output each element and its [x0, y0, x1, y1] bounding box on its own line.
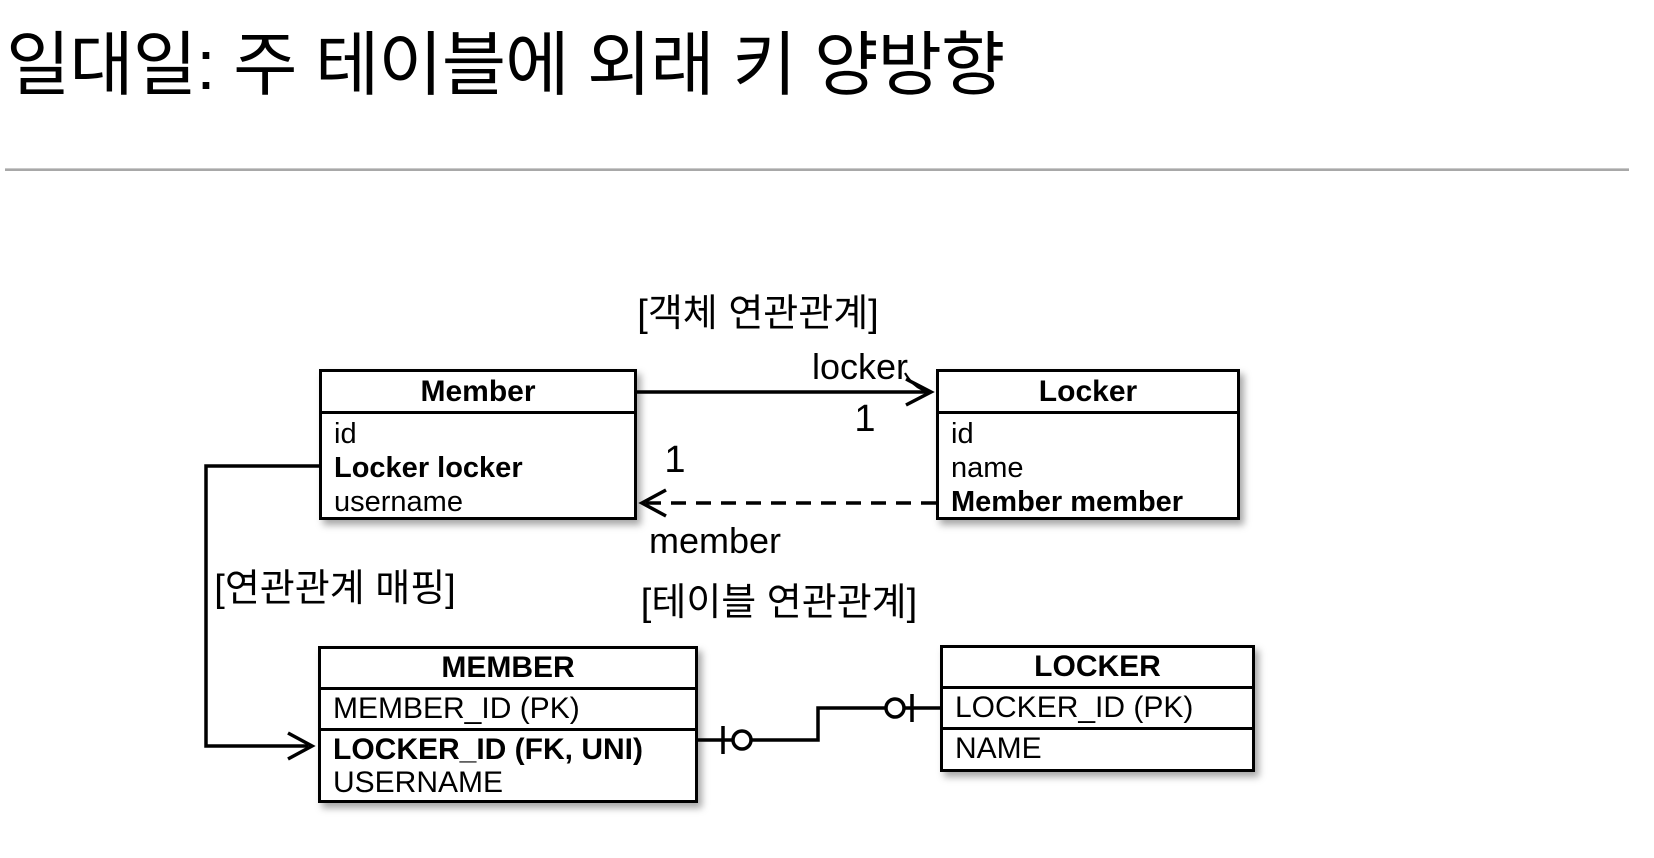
member-field-id: id: [334, 418, 357, 450]
mapping-label: [연관관계 매핑]: [214, 568, 456, 610]
member-association-arrowhead: [638, 488, 667, 518]
locker-table-box: LOCKER LOCKER_ID (PK) NAME: [940, 645, 1255, 772]
table-join-circle-left: [731, 729, 753, 751]
locker-class-title: Locker: [939, 372, 1237, 414]
locker-field-id: id: [951, 418, 974, 450]
member-class-fields: id Locker locker username: [322, 414, 634, 519]
locker-table-name-row: NAME: [955, 731, 1042, 765]
locker-multiplicity: 1: [854, 398, 876, 440]
locker-field-member: Member member: [951, 486, 1184, 518]
locker-field-name: name: [951, 452, 1024, 484]
table-join-line-middle: [751, 706, 886, 742]
member-table-username-row: USERNAME: [333, 765, 504, 799]
title-divider: [5, 168, 1629, 171]
member-table-box: MEMBER MEMBER_ID (PK) LOCKER_ID (FK, UNI…: [318, 646, 698, 803]
page-title: 일대일: 주 테이블에 외래 키 양방향: [6, 26, 1005, 104]
fk-mapping-line: [204, 464, 319, 748]
object-relation-label: [객체 연관관계]: [637, 293, 879, 335]
fk-mapping-arrowhead: [287, 731, 316, 761]
locker-class-fields: id name Member member: [939, 414, 1237, 519]
locker-table-title: LOCKER: [943, 648, 1252, 689]
locker-association-label: locker: [811, 346, 909, 387]
member-table-fk-row: LOCKER_ID (FK, UNI): [333, 732, 643, 766]
member-table-title: MEMBER: [321, 649, 695, 690]
member-field-username: username: [334, 486, 463, 518]
member-class-box: Member id Locker locker username: [319, 369, 637, 520]
locker-class-box: Locker id name Member member: [936, 369, 1240, 520]
table-join-circle-right: [884, 697, 906, 719]
member-field-locker: Locker locker: [334, 452, 523, 484]
member-class-title: Member: [322, 372, 634, 414]
member-multiplicity: 1: [664, 439, 686, 481]
member-table-pk-row: MEMBER_ID (PK): [321, 690, 695, 731]
member-association-label: member: [648, 520, 782, 561]
table-relation-label: [테이블 연관관계]: [640, 582, 918, 624]
locker-table-pk-row: LOCKER_ID (PK): [943, 689, 1252, 730]
locker-label-tail: [904, 372, 927, 393]
